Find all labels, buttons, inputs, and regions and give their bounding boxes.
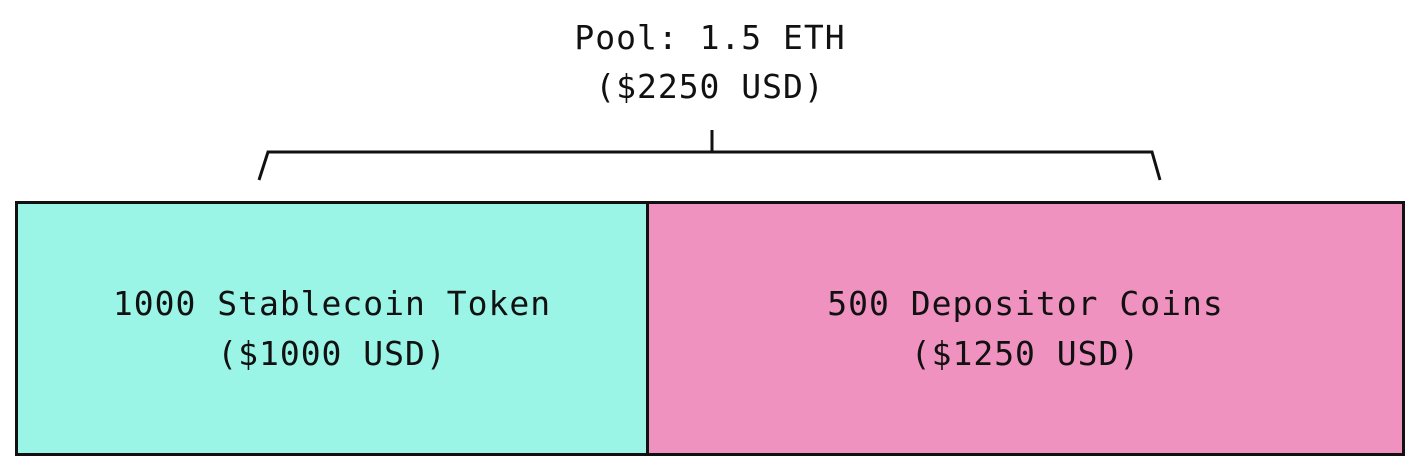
depositor-amount: 500 Depositor Coins xyxy=(827,283,1224,323)
stablecoin-segment: 1000 Stablecoin Token ($1000 USD) xyxy=(18,204,649,453)
pool-title: Pool: 1.5 ETH xyxy=(574,18,846,57)
depositor-value: ($1250 USD) xyxy=(910,333,1141,373)
pool-value: ($2250 USD) xyxy=(595,67,825,106)
stablecoin-value: ($1000 USD) xyxy=(217,333,447,373)
stablecoin-amount: 1000 Stablecoin Token xyxy=(112,283,552,323)
depositor-segment: 500 Depositor Coins ($1250 USD) xyxy=(649,204,1402,453)
pool-bar: 1000 Stablecoin Token ($1000 USD) 500 De… xyxy=(15,201,1405,456)
bracket-line xyxy=(257,150,1162,181)
